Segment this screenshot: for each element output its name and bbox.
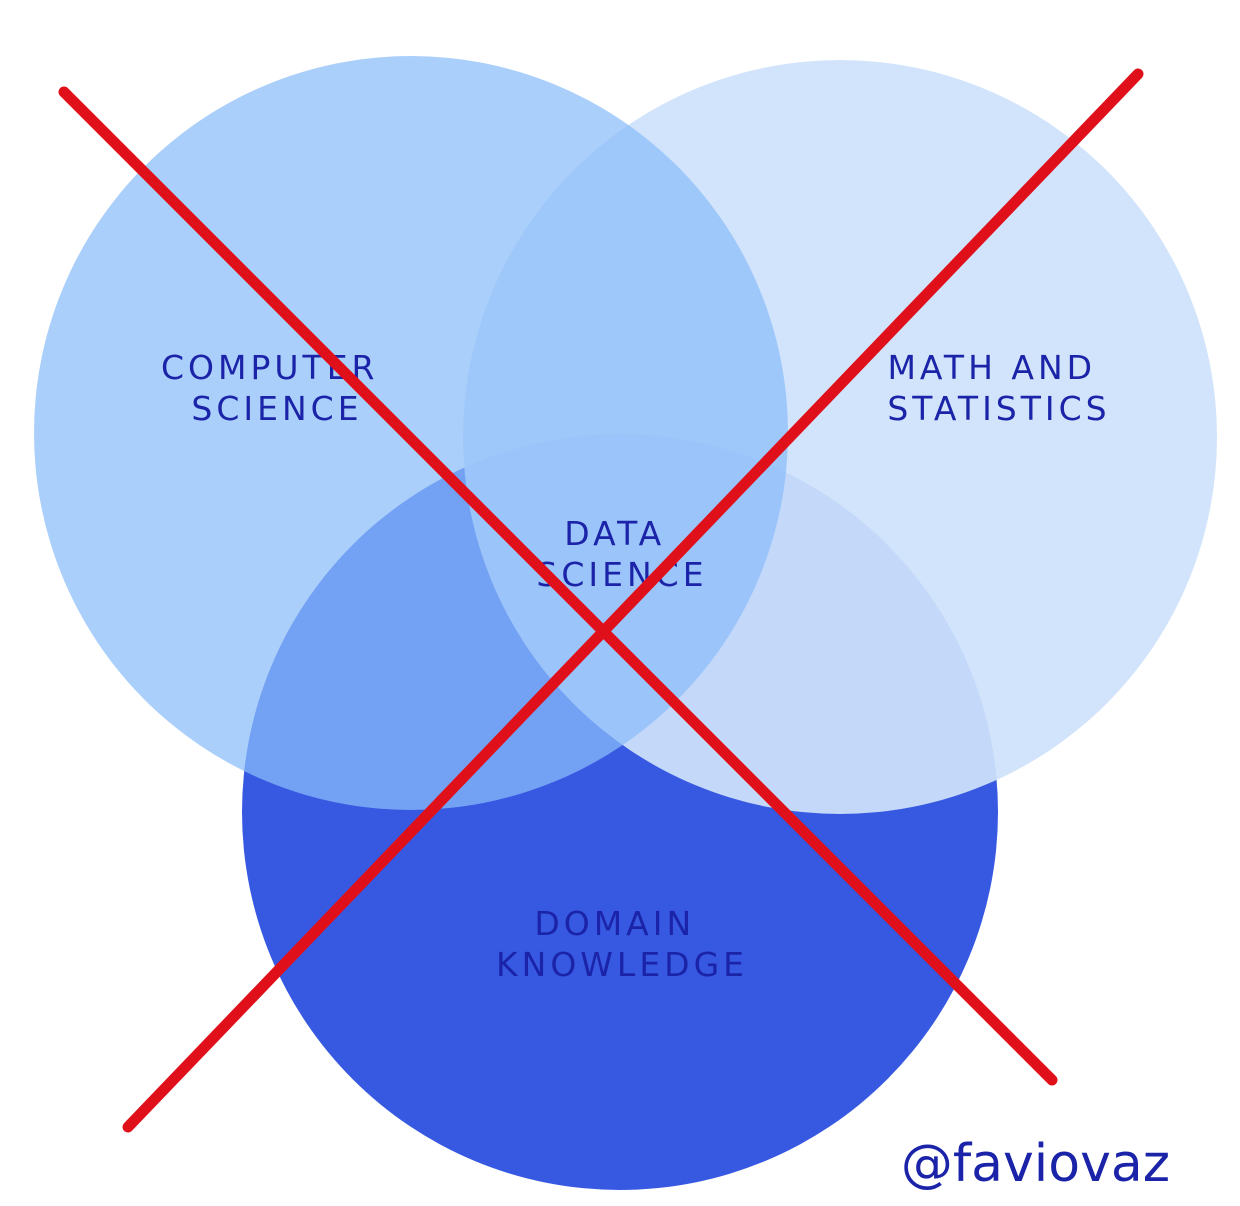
data-science-label: DATA SCIENCE bbox=[536, 514, 707, 594]
domain-knowledge-label-line-1: DOMAIN bbox=[534, 904, 695, 943]
math-and-statistics-label-line-1: MATH AND bbox=[887, 348, 1096, 387]
domain-knowledge-label-line-2: KNOWLEDGE bbox=[496, 945, 748, 984]
domain-knowledge-label: DOMAIN KNOWLEDGE bbox=[496, 904, 748, 984]
watermark-handle: @faviovaz bbox=[901, 1134, 1170, 1194]
math-and-statistics-label-line-2: STATISTICS bbox=[887, 389, 1110, 428]
computer-science-label-line-2: SCIENCE bbox=[191, 389, 362, 428]
data-science-label-line-1: DATA bbox=[564, 514, 665, 553]
math-and-statistics-label: MATH AND STATISTICS bbox=[887, 348, 1110, 428]
cross-out-line-right bbox=[122, 68, 1144, 1133]
cross-out-line-left bbox=[58, 86, 1058, 1086]
computer-science-label: COMPUTER SCIENCE bbox=[161, 348, 393, 428]
